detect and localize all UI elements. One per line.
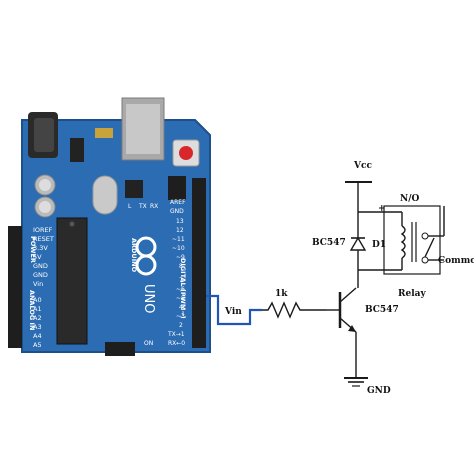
pin-9: ~9	[176, 254, 185, 261]
gnd-label: GND	[367, 386, 391, 396]
pin-2: 2	[179, 322, 183, 329]
transistor-label-right: BC547	[365, 305, 399, 315]
pin-aref: AREF	[170, 199, 186, 206]
pin-tx1: TX→1	[167, 331, 185, 338]
crystal	[95, 128, 113, 138]
transistor-label-left: BC547	[312, 238, 346, 248]
analog-pin-labels: A0 A1 A2 A3 A4 A5	[33, 296, 42, 349]
icsp-header-bottom	[105, 342, 135, 356]
digital-header	[192, 178, 206, 348]
brand-label: ARDUINO	[130, 238, 138, 273]
pin-a5: A5	[33, 341, 42, 349]
arduino-board: ARDUINO UNO L TX RX ON ANALOG IN POWER D…	[8, 97, 211, 356]
pin-3: ~3	[176, 313, 185, 320]
pin-a3: A3	[33, 323, 42, 331]
vcc-label: Vcc	[353, 161, 372, 171]
pin-5v: 5V	[33, 253, 42, 261]
signal-wire	[206, 294, 262, 326]
led-rx-label: RX	[150, 203, 158, 210]
icsp-header	[168, 176, 186, 200]
relay-circuit: Vcc N/O + D1 BC547 BC547 1k Vin Relay Co…	[206, 161, 474, 396]
resistor-1k	[262, 301, 326, 319]
digital-pin-labels: AREF GND 13 12 ~11 ~10 ~9 8 7 ~6 ~5 4 ~3…	[167, 199, 186, 347]
pin-ioref: IOREF	[33, 226, 53, 234]
usb-chip	[125, 180, 143, 198]
pin-10: ~10	[172, 245, 185, 252]
transistor-bc547	[326, 287, 357, 333]
led-tx-label: TX	[138, 203, 147, 210]
on-label: ON	[144, 340, 153, 347]
regulator	[70, 138, 84, 162]
power-pin-labels: IOREF RESET 3.3V 5V GND GND Vin	[33, 226, 54, 288]
pin-11: ~11	[172, 236, 185, 243]
pin-rx0: RX←0	[168, 340, 185, 347]
pin-12: 12	[176, 227, 184, 234]
pin-8: 8	[179, 263, 183, 270]
pin-6: ~6	[176, 286, 185, 293]
led-l-label: L	[128, 203, 132, 210]
pin-13: 13	[176, 218, 184, 225]
pin-4: 4	[179, 304, 183, 311]
analog-title: ANALOG IN	[28, 290, 36, 330]
power-title: POWER	[29, 236, 37, 263]
pin-vin: Vin	[33, 280, 43, 288]
diode-label: D1	[372, 240, 386, 250]
pin-a4: A4	[33, 332, 42, 340]
pin-3v3: 3.3V	[33, 244, 48, 252]
pin-5: ~5	[176, 295, 185, 302]
no-label: N/O	[400, 194, 420, 204]
pin-7: 7	[179, 277, 183, 284]
pin-a0: A0	[33, 296, 42, 304]
atmega-chip	[56, 217, 88, 345]
relay-switch	[383, 205, 445, 275]
relay-label: Relay	[398, 289, 426, 299]
pin-a2: A2	[33, 314, 42, 322]
pin-reset: RESET	[33, 235, 54, 243]
arduino-logo	[135, 236, 157, 276]
diode-d1	[349, 212, 367, 270]
pin-gnd-d: GND	[170, 208, 184, 215]
pin-a1: A1	[33, 305, 42, 313]
oscillator	[92, 175, 118, 215]
pin-gnd-2: GND	[33, 271, 48, 279]
pin-gnd-1: GND	[33, 262, 48, 270]
model-label: UNO	[141, 284, 156, 313]
plus-label: +	[378, 204, 386, 214]
vin-label: Vin	[224, 307, 242, 317]
relay-coil	[400, 212, 417, 270]
resistor-label: 1k	[275, 289, 288, 299]
power-analog-header	[8, 226, 22, 348]
common-label: Common	[438, 256, 474, 266]
digital-title: DIGITAL (PWM~)	[179, 258, 187, 319]
